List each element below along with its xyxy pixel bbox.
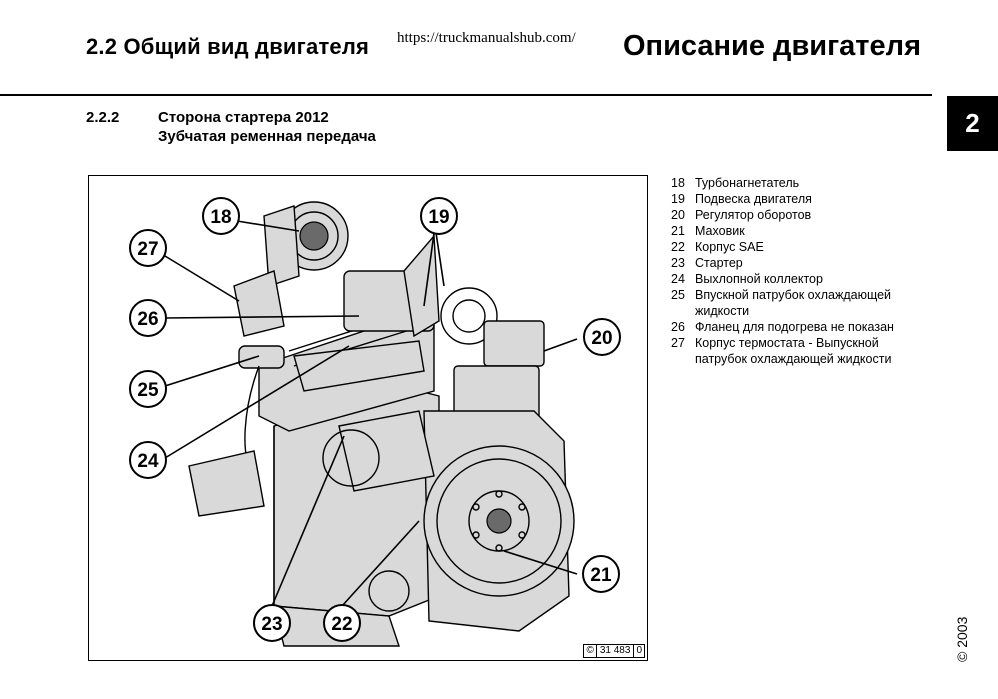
legend-text: Маховик: [695, 224, 745, 238]
legend-item: 20 Регулятор оборотов: [671, 207, 931, 223]
source-url[interactable]: https://truckmanualshub.com/: [397, 30, 576, 46]
legend-item: 25 Впускной патрубок охлаждающей жидкост…: [671, 287, 931, 319]
callout-20-label: 20: [591, 328, 612, 349]
chapter-title: Описание двигателя: [623, 30, 921, 62]
callout-21: 21: [582, 555, 620, 593]
figure-reference: © 31 483 0: [583, 644, 645, 658]
legend-number: 19: [671, 192, 685, 206]
legend-item: 19 Подвеска двигателя: [671, 191, 931, 207]
callout-23-label: 23: [261, 614, 282, 635]
leader-lines: [164, 220, 578, 607]
engine-body: [188, 201, 575, 647]
legend-number: 25: [671, 288, 685, 302]
legend-item: 26 Фланец для подогрева не показан: [671, 319, 931, 335]
callout-20: 20: [583, 318, 621, 356]
copyright-notice: © 2003: [954, 616, 970, 662]
figure-reference-number: 31 483: [599, 645, 631, 656]
callout-18-label: 18: [210, 207, 231, 228]
legend-item: 18 Турбонагнетатель: [671, 175, 931, 191]
legend-item: 24 Выхлопной коллектор: [671, 271, 931, 287]
legend-text: Корпус SAE: [695, 240, 764, 254]
section-title: 2.2 Общий вид двигателя: [86, 34, 370, 59]
legend-number: 18: [671, 176, 685, 190]
callout-25: 25: [129, 370, 167, 408]
callout-19-label: 19: [428, 207, 449, 228]
subsection-title-line1: Сторона стартера 2012: [158, 109, 329, 126]
legend: 18 Турбонагнетатель 19 Подвеска двигател…: [671, 175, 931, 367]
legend-number: 26: [671, 320, 685, 334]
legend-text: Стартер: [695, 256, 743, 270]
subsection-title-line2: Зубчатая ременная передача: [158, 128, 376, 145]
callout-19: 19: [420, 197, 458, 235]
legend-item: 23 Стартер: [671, 255, 931, 271]
callout-27-label: 27: [137, 239, 158, 260]
callout-26-label: 26: [137, 309, 158, 330]
callout-18: 18: [202, 197, 240, 235]
legend-number: 21: [671, 224, 685, 238]
header-rule: [0, 94, 932, 96]
callout-22: 22: [323, 604, 361, 642]
callout-26: 26: [129, 299, 167, 337]
callout-24: 24: [129, 441, 167, 479]
chapter-tab: 2: [947, 96, 998, 151]
legend-number: 20: [671, 208, 685, 222]
subsection-number: 2.2.2: [86, 109, 120, 126]
legend-item: 22 Корпус SAE: [671, 239, 931, 255]
engine-figure: 18 19 27 26 20 25 24 21: [88, 175, 648, 661]
callout-21-label: 21: [590, 565, 612, 586]
legend-number: 27: [671, 336, 685, 350]
legend-number: 23: [671, 256, 685, 270]
callout-22-label: 22: [331, 614, 352, 635]
callout-23: 23: [253, 604, 291, 642]
legend-text: Регулятор оборотов: [695, 208, 812, 222]
legend-text: Выхлопной коллектор: [695, 272, 823, 286]
figure-reference-copyright: ©: [586, 645, 597, 657]
legend-item: 21 Маховик: [671, 223, 931, 239]
legend-item: 27 Корпус термостата - Выпускной патрубо…: [671, 335, 931, 367]
legend-number: 22: [671, 240, 685, 254]
legend-text: Корпус термостата - Выпускной патрубок о…: [695, 336, 892, 366]
callout-27: 27: [129, 229, 167, 267]
legend-number: 24: [671, 272, 685, 286]
legend-text: Подвеска двигателя: [695, 192, 812, 206]
legend-text: Турбонагнетатель: [695, 176, 800, 190]
legend-text: Фланец для подогрева не показан: [695, 320, 894, 334]
legend-text: Впускной патрубок охлаждающей жидкости: [695, 288, 892, 318]
figure-reference-suffix: 0: [633, 645, 642, 657]
callout-24-label: 24: [137, 451, 159, 472]
callout-25-label: 25: [137, 380, 159, 401]
engine-illustration: 18 19 27 26 20 25 24 21: [129, 197, 621, 647]
